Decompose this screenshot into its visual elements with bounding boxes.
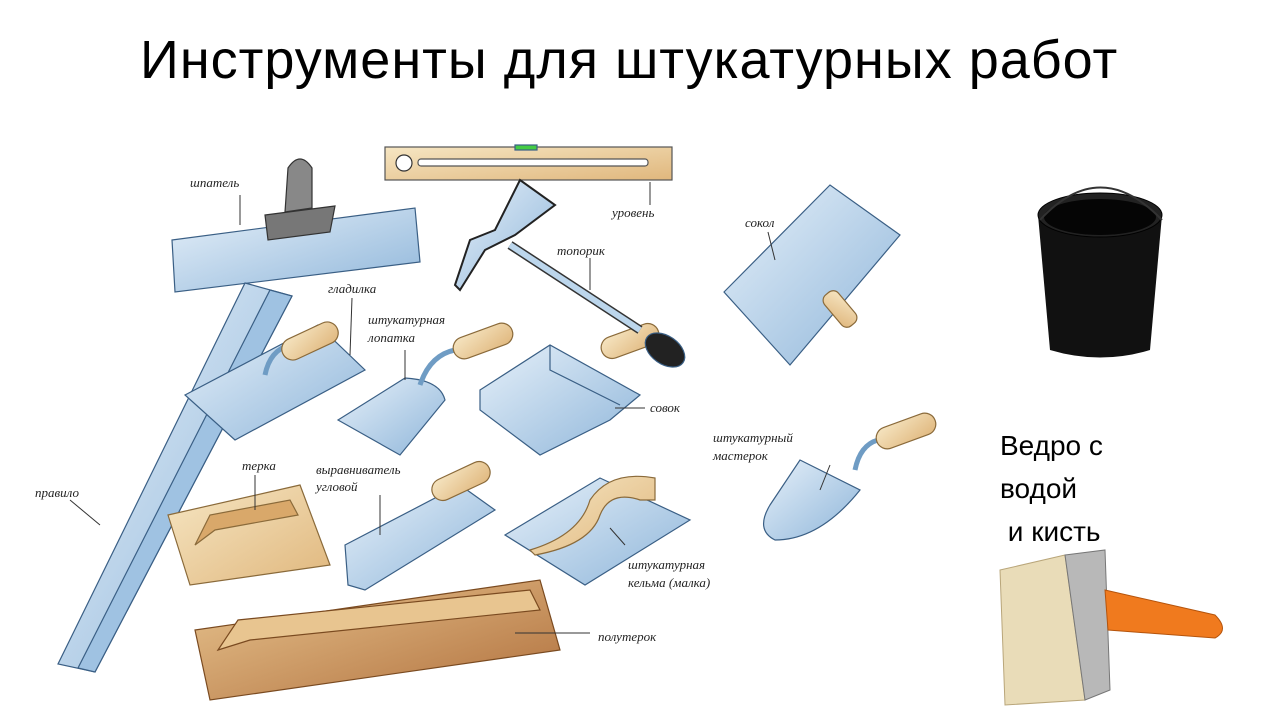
slide-title: Инструменты для штукатурных работ [140,30,1119,90]
smoother-shape [183,321,367,441]
caption-line-2: водой [1000,473,1078,504]
label-hawk: сокол [745,215,775,230]
label-scoop: совок [650,400,680,415]
label-mason-trowel-2: мастерок [713,448,768,463]
caption-line-1: Ведро с [1000,430,1103,461]
label-corner-trowel-2: угловой [316,479,358,494]
brush-icon [999,549,1223,706]
tools-drawing [57,144,937,701]
spatula-shape [171,158,421,293]
label-trowel-2: лопатка [368,330,415,345]
hatchet-shape [453,178,686,368]
label-plaster-trowel-2: кельма (малка) [628,575,711,590]
tools-illustration: шпатель уровень топорик сокол гладилка ш… [0,137,980,720]
label-level: уровень [612,205,655,220]
long-float-shape [194,579,561,701]
label-smoother: гладилка [328,281,377,296]
caption-line-3: и кисть [1000,516,1101,547]
label-hatchet: топорик [557,243,605,258]
trowel-blade-shape [336,322,514,456]
mason-trowel-shape [763,412,937,541]
label-long-float: полутерок [598,629,657,644]
hawk-shape [723,184,901,366]
label-spatula: шпатель [190,175,240,190]
side-caption: Ведро с водой и кисть [1000,424,1103,553]
level-shape [384,144,673,181]
label-mason-trowel-1: штукатурный [713,430,793,445]
float-shape [167,484,331,586]
corner-trowel-shape [344,460,497,591]
label-rule: правило [35,485,79,500]
plaster-trowel-shape [503,475,692,586]
scoop-shape [479,322,660,456]
label-plaster-trowel-1: штукатурная [628,557,706,572]
label-float: терка [242,458,276,473]
bucket-icon [1037,186,1163,358]
bucket-and-brush-image [999,186,1223,706]
label-trowel-1: штукатурная [368,312,446,327]
label-corner-trowel-1: выравниватель [316,462,401,477]
rule-shape [57,282,293,673]
